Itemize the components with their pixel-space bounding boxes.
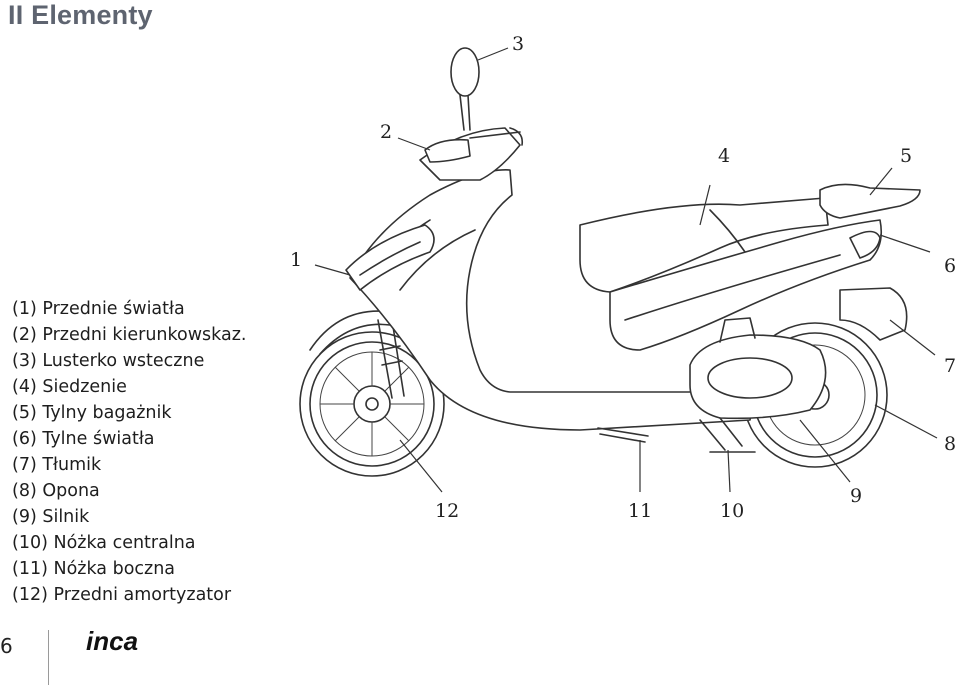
callout-7: 7 [944, 355, 956, 377]
callout-9: 9 [850, 485, 862, 507]
page-number: 6 [0, 634, 13, 658]
legend-item: (10) Nóżka centralna [12, 533, 196, 553]
legend-item: (12) Przedni amortyzator [12, 585, 232, 605]
callout-12: 12 [435, 500, 459, 522]
callout-3: 3 [512, 33, 524, 55]
legend-item: (6) Tylne światła [12, 429, 155, 449]
legend-item: (9) Silnik [12, 507, 90, 527]
legend-item: (7) Tłumik [12, 455, 102, 475]
scooter-diagram: 1 2 3 4 5 6 7 8 9 10 11 12 [290, 33, 956, 522]
callout-2: 2 [380, 121, 392, 143]
legend-item: (2) Przedni kierunkowskaz. [12, 325, 247, 345]
parts-legend: (1) Przednie światła (2) Przedni kierunk… [12, 296, 246, 608]
svg-text:inca: inca [86, 628, 138, 656]
callout-5: 5 [900, 145, 912, 167]
legend-item: (11) Nóżka boczna [12, 559, 176, 579]
inca-logo: inca [86, 628, 138, 656]
callout-1: 1 [290, 249, 302, 271]
legend-item: (4) Siedzenie [12, 377, 127, 397]
footer-divider [48, 630, 49, 685]
callout-8: 8 [944, 433, 956, 455]
legend-item: (1) Przednie światła [12, 299, 185, 319]
section-title: II Elementy [8, 0, 153, 30]
callout-6: 6 [944, 255, 956, 277]
callout-4: 4 [718, 145, 730, 167]
callout-11: 11 [628, 500, 652, 522]
legend-item: (5) Tylny bagażnik [12, 403, 172, 423]
legend-item: (8) Opona [12, 481, 100, 501]
front-wheel [299, 331, 445, 477]
callout-10: 10 [720, 500, 744, 522]
legend-item: (3) Lusterko wsteczne [12, 351, 205, 371]
